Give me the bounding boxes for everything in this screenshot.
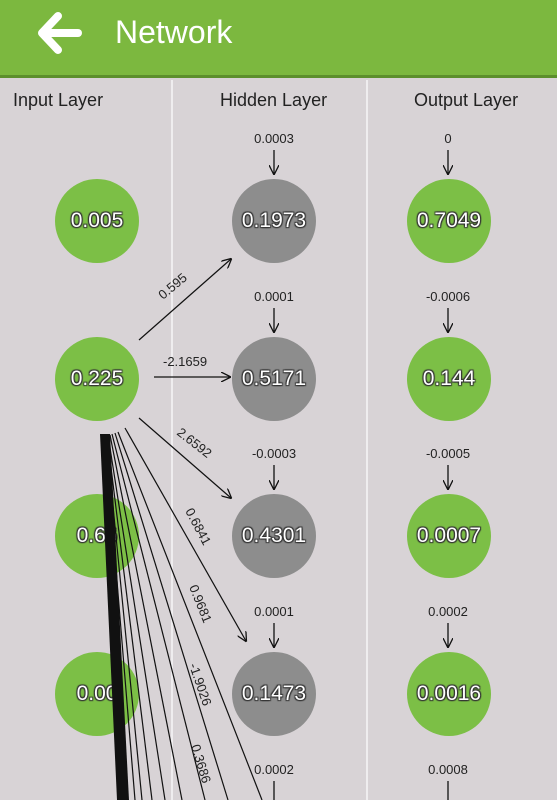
arrow-left-icon[interactable] bbox=[36, 12, 86, 54]
output-node[interactable]: 0.0007 bbox=[407, 494, 491, 578]
output-layer-header: Output Layer bbox=[414, 90, 519, 110]
column-divider bbox=[171, 80, 173, 800]
weight-label: 2.6592 bbox=[174, 425, 215, 461]
weight-label: 0.595 bbox=[155, 270, 190, 302]
hidden-node[interactable]: 0.1973 bbox=[232, 179, 316, 263]
output-node[interactable]: 0.7049 bbox=[407, 179, 491, 263]
weight-connection bbox=[138, 417, 231, 498]
app-bar: Network bbox=[0, 0, 557, 78]
weight-bundle bbox=[100, 434, 129, 800]
weight-label: 0.6841 bbox=[182, 505, 214, 547]
weight-connection bbox=[117, 431, 263, 800]
weight-label: 0.3686 bbox=[188, 742, 214, 784]
output-bias-label: 0.0002 bbox=[428, 604, 468, 619]
weight-connection bbox=[111, 433, 206, 800]
hidden-node[interactable]: 0.1473 bbox=[232, 652, 316, 736]
input-node[interactable]: 0.00 bbox=[55, 652, 139, 736]
weight-connection bbox=[114, 432, 229, 800]
hidden-node[interactable]: 0.5171 bbox=[232, 337, 316, 421]
output-bias-label: 0.0008 bbox=[428, 762, 468, 777]
output-bias-label: -0.0006 bbox=[425, 289, 471, 304]
weight-connection bbox=[124, 427, 246, 641]
weight-connection bbox=[138, 259, 231, 341]
hidden-node[interactable]: 0.4301 bbox=[232, 494, 316, 578]
hidden-bias-label: 0.0001 bbox=[254, 604, 294, 619]
column-divider bbox=[366, 80, 368, 800]
hidden-bias-label: 0.0003 bbox=[254, 131, 294, 146]
weight-connection bbox=[106, 434, 153, 800]
hidden-layer-header: Hidden Layer bbox=[220, 90, 328, 110]
output-node[interactable]: 0.0016 bbox=[407, 652, 491, 736]
output-bias-label: 0 bbox=[444, 131, 452, 146]
output-bias-label: -0.0005 bbox=[425, 446, 471, 461]
hidden-bias-label: 0.0001 bbox=[254, 289, 294, 304]
hidden-bias-label: 0.0002 bbox=[254, 762, 294, 777]
input-node[interactable]: 0.005 bbox=[55, 179, 139, 263]
weight-connection bbox=[109, 434, 183, 800]
weight-connection bbox=[107, 434, 166, 800]
hidden-bias-label: -0.0003 bbox=[251, 446, 297, 461]
page-title: Network bbox=[115, 14, 233, 50]
output-node[interactable]: 0.144 bbox=[407, 337, 491, 421]
weight-label: -2.1659 bbox=[163, 354, 207, 369]
input-node[interactable]: 0.225 bbox=[55, 337, 139, 421]
input-layer-header: Input Layer bbox=[13, 90, 104, 110]
